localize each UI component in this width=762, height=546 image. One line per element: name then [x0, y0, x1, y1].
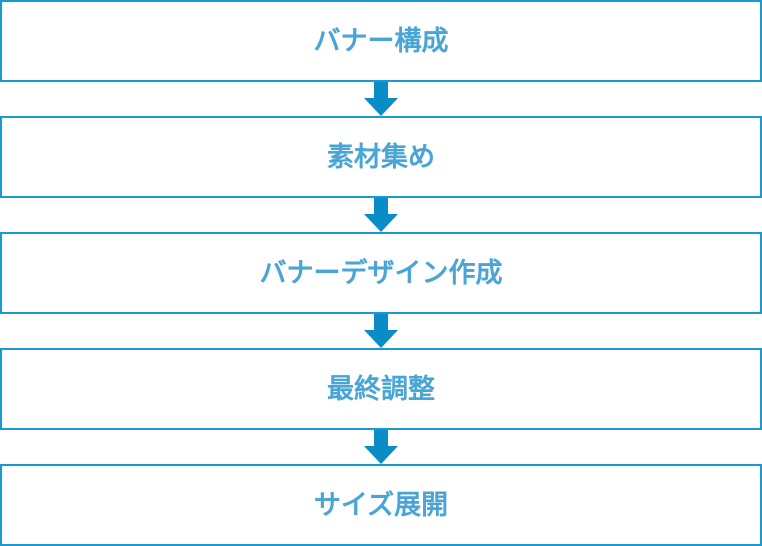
step-label: 最終調整 [327, 373, 435, 405]
step-label: サイズ展開 [313, 489, 449, 521]
arrow-down-icon [364, 82, 398, 116]
arrow-down-icon [364, 198, 398, 232]
arrow-down-icon [364, 314, 398, 348]
step-label: バナー構成 [313, 25, 449, 57]
step-label: バナーデザイン作成 [259, 257, 503, 289]
arrow-down-icon [364, 430, 398, 464]
step-banner-design: バナーデザイン作成 [0, 232, 762, 314]
step-material-collection: 素材集め [0, 116, 762, 198]
step-final-adjustment: 最終調整 [0, 348, 762, 430]
step-label: 素材集め [327, 141, 435, 173]
step-banner-structure: バナー構成 [0, 0, 762, 82]
step-size-expansion: サイズ展開 [0, 464, 762, 546]
